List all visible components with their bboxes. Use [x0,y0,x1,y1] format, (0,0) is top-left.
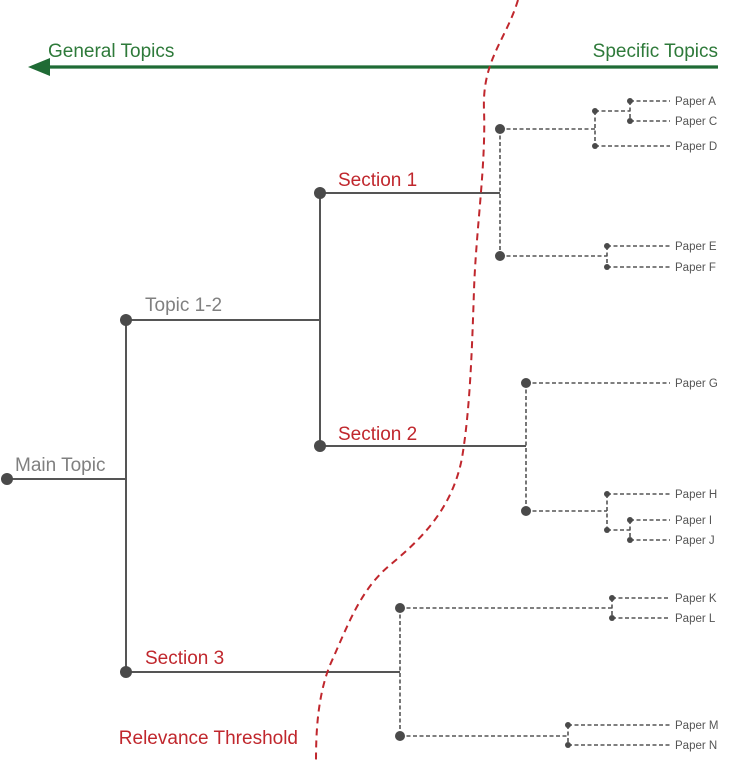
paper-label: Paper J [675,535,715,547]
node-small [565,742,571,748]
general-topics-label: General Topics [48,41,174,62]
specificity-arrow [28,58,718,76]
paper-label: Paper A [675,96,716,108]
node-subsection-3b [395,731,405,741]
node-subsection-3a [395,603,405,613]
paper-label: Paper L [675,613,716,625]
node-section-1 [314,187,326,199]
node-subsection-1b [495,251,505,261]
paper-label: Paper I [675,515,712,527]
paper-label: Paper K [675,593,717,605]
paper-label: Paper M [675,720,718,732]
relevance-threshold-label: Relevance Threshold [119,728,298,749]
node-small [565,722,571,728]
node-small [604,264,610,270]
node-subsection-1a [495,124,505,134]
node-small [604,491,610,497]
specific-topics-label: Specific Topics [593,41,718,62]
node-small [627,517,633,523]
paper-label: Paper N [675,740,717,752]
relevance-threshold-line [315,0,519,760]
node-main-topic [1,473,13,485]
topic-1-2-label: Topic 1-2 [145,295,222,316]
node-small [604,243,610,249]
paper-label: Paper F [675,262,716,274]
paper-label: Paper G [675,378,718,390]
section-1-label: Section 1 [338,170,417,191]
paper-label: Paper C [675,116,717,128]
node-small [609,595,615,601]
section-2-label: Section 2 [338,424,417,445]
tree-nodes [1,98,633,748]
node-section-3 [120,666,132,678]
node-subsection-2a [521,378,531,388]
node-small [627,118,633,124]
node-small [592,143,598,149]
node-small [609,615,615,621]
section-3-label: Section 3 [145,648,224,669]
dashed-edges [399,100,670,746]
node-topic-1-2 [120,314,132,326]
solid-edges [7,192,526,673]
paper-label: Paper E [675,241,717,253]
node-small [627,98,633,104]
node-subsection-2b [521,506,531,516]
node-small [604,527,610,533]
paper-label: Paper H [675,489,717,501]
node-small [627,537,633,543]
node-small [592,108,598,114]
node-section-2 [314,440,326,452]
main-topic-label: Main Topic [15,455,105,476]
paper-label: Paper D [675,141,717,153]
